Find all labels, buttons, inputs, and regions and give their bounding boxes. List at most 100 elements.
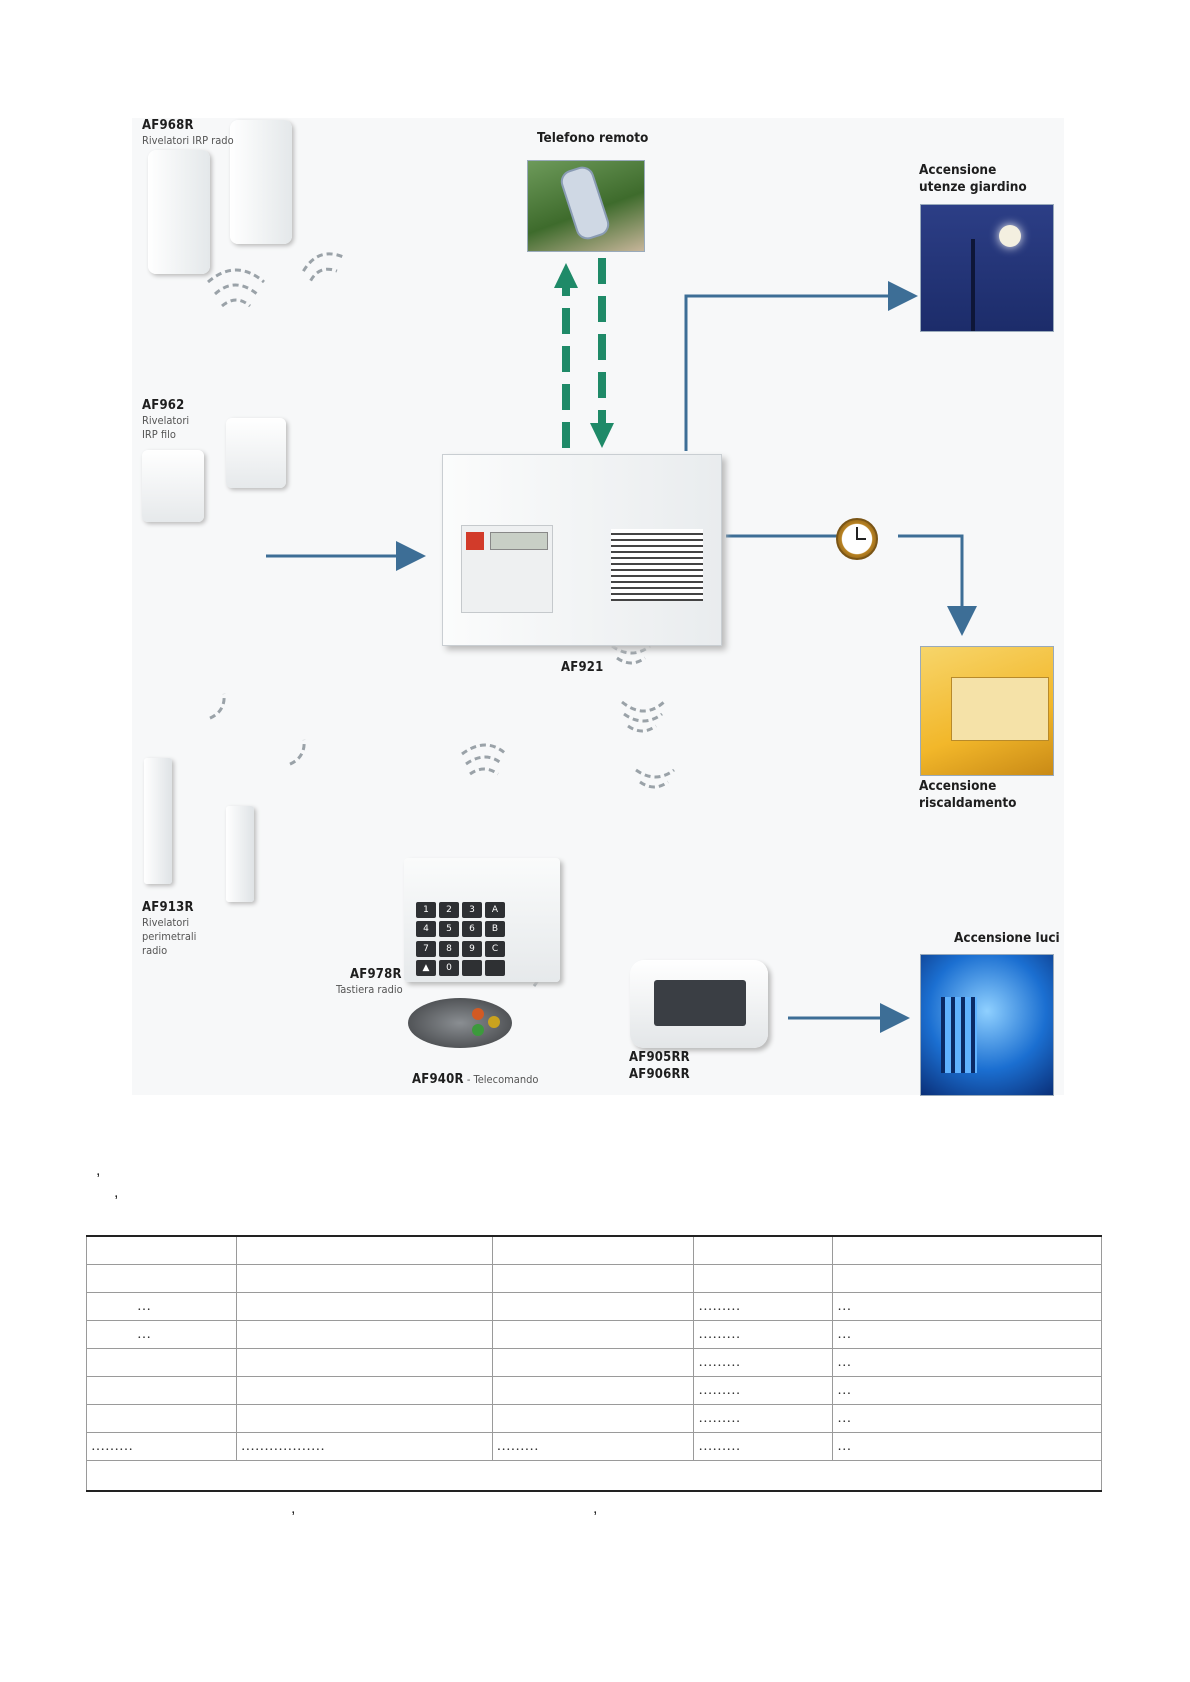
keypad-key: 6	[462, 921, 482, 938]
phone-icon	[557, 163, 613, 243]
table-cell: …	[86, 1320, 237, 1349]
pir-detector-icon	[230, 120, 292, 244]
keypad-key: 9	[462, 940, 482, 957]
lamp-post-icon	[971, 239, 975, 331]
moon-icon	[999, 225, 1021, 247]
keypad-area	[461, 525, 553, 613]
keypad-key: B	[485, 921, 505, 938]
af978r-desc: Tastiera radio	[336, 983, 403, 996]
keypad-key: C	[485, 940, 505, 957]
af913r-desc-3: radio	[142, 944, 168, 957]
table-cell	[491, 1320, 695, 1349]
table-row: …………………………………………	[86, 1432, 1102, 1461]
table-row: …………	[86, 1348, 1102, 1377]
table-cell	[235, 1320, 493, 1349]
heating-label-1: Accensione	[919, 778, 997, 794]
lcd-display	[490, 532, 548, 550]
lights-photo	[920, 954, 1054, 1096]
keypad-key: 4	[416, 921, 436, 938]
af913r-desc-2: perimetrali	[142, 930, 197, 943]
wired-pir-icon	[226, 418, 286, 488]
control-panel-af921	[442, 454, 722, 646]
table-cell: …	[832, 1432, 1102, 1461]
table-cell	[235, 1292, 493, 1321]
table-row	[86, 1264, 1102, 1293]
af913r-code: AF913R	[142, 900, 194, 915]
table-footer-row	[86, 1460, 1102, 1492]
table-row	[86, 1235, 1102, 1265]
table-cell	[235, 1348, 493, 1377]
keypad-key: 7	[416, 940, 436, 957]
footnote-mark-1: ,	[291, 1500, 296, 1517]
table-cell	[235, 1235, 493, 1265]
af962-code: AF962	[142, 398, 185, 413]
table-row: ……………	[86, 1320, 1102, 1349]
table-cell	[235, 1264, 493, 1293]
footnote-mark-2: ,	[593, 1500, 598, 1517]
af905rr-code: AF905RR	[629, 1050, 690, 1065]
table-row: …………	[86, 1376, 1102, 1405]
table-cell: …	[832, 1292, 1102, 1321]
af940r-sep: -	[463, 1073, 474, 1086]
af913r-desc-1: Rivelatori	[142, 916, 190, 929]
table-cell: …	[832, 1376, 1102, 1405]
table-cell: ………	[693, 1404, 834, 1433]
table-cell: …	[832, 1404, 1102, 1433]
table-cell: ………	[693, 1432, 834, 1461]
af968r-code: AF968R	[142, 118, 194, 133]
garden-label-2: utenze giardino	[919, 179, 1027, 195]
table-cell: …	[832, 1320, 1102, 1349]
keypad-key: 1	[416, 902, 436, 918]
keypad-key: 3	[462, 902, 482, 918]
table-cell	[491, 1376, 695, 1405]
table-cell: ………………	[235, 1432, 493, 1461]
table-cell: ………	[86, 1432, 237, 1461]
remote-phone-label: Telefono remoto	[537, 130, 649, 146]
table-footer-cell	[86, 1460, 1102, 1492]
table-cell	[86, 1404, 237, 1433]
keypad-key: 8	[439, 940, 459, 957]
table-cell	[86, 1264, 237, 1293]
af921-code: AF921	[561, 660, 604, 675]
af968r-desc: Rivelatori IRP rado	[142, 134, 234, 147]
table-cell	[235, 1376, 493, 1405]
heating-label-2: riscaldamento	[919, 795, 1017, 811]
af940r-label: AF940R - Telecomando	[412, 1068, 538, 1087]
mobile-phone-photo	[527, 160, 645, 252]
af940r-code: AF940R	[412, 1072, 464, 1087]
table-cell: ………	[693, 1320, 834, 1349]
table-cell: ………	[693, 1376, 834, 1405]
table-cell	[491, 1292, 695, 1321]
data-table: ……………………………………………………………………………………………………	[86, 1235, 1102, 1492]
clock-icon	[836, 518, 878, 560]
table-cell	[491, 1404, 695, 1433]
table-cell	[491, 1348, 695, 1377]
table-cell	[832, 1264, 1102, 1293]
module-panel	[654, 980, 746, 1026]
door-contact-icon	[226, 806, 254, 902]
logo-icon	[466, 532, 484, 550]
af962-desc-1: Rivelatori	[142, 414, 190, 427]
table-cell	[86, 1376, 237, 1405]
table-row: …………	[86, 1404, 1102, 1433]
door-contact-icon	[144, 758, 172, 884]
system-diagram: AF968R Rivelatori IRP rado AF962 Rivelat…	[132, 118, 1064, 1096]
note-mark-2: ,	[114, 1184, 119, 1201]
pir-detector-icon	[148, 150, 210, 274]
table-cell	[491, 1235, 695, 1265]
table-cell: …	[86, 1292, 237, 1321]
heating-photo	[920, 646, 1054, 776]
garden-label-1: Accensione	[919, 162, 997, 178]
keypad-key: 0	[439, 959, 459, 976]
door-icon	[941, 997, 977, 1073]
room-module-af905rr	[630, 960, 768, 1048]
table-cell: …	[832, 1348, 1102, 1377]
keypad-key	[462, 959, 482, 976]
table-cell	[693, 1264, 834, 1293]
keypad-key: 2	[439, 902, 459, 918]
note-mark-1: ,	[96, 1162, 101, 1179]
data-table-body: ……………………………………………………………………………………………………	[86, 1235, 1102, 1492]
remote-control-icon	[408, 998, 512, 1048]
keypad-key	[485, 959, 505, 976]
